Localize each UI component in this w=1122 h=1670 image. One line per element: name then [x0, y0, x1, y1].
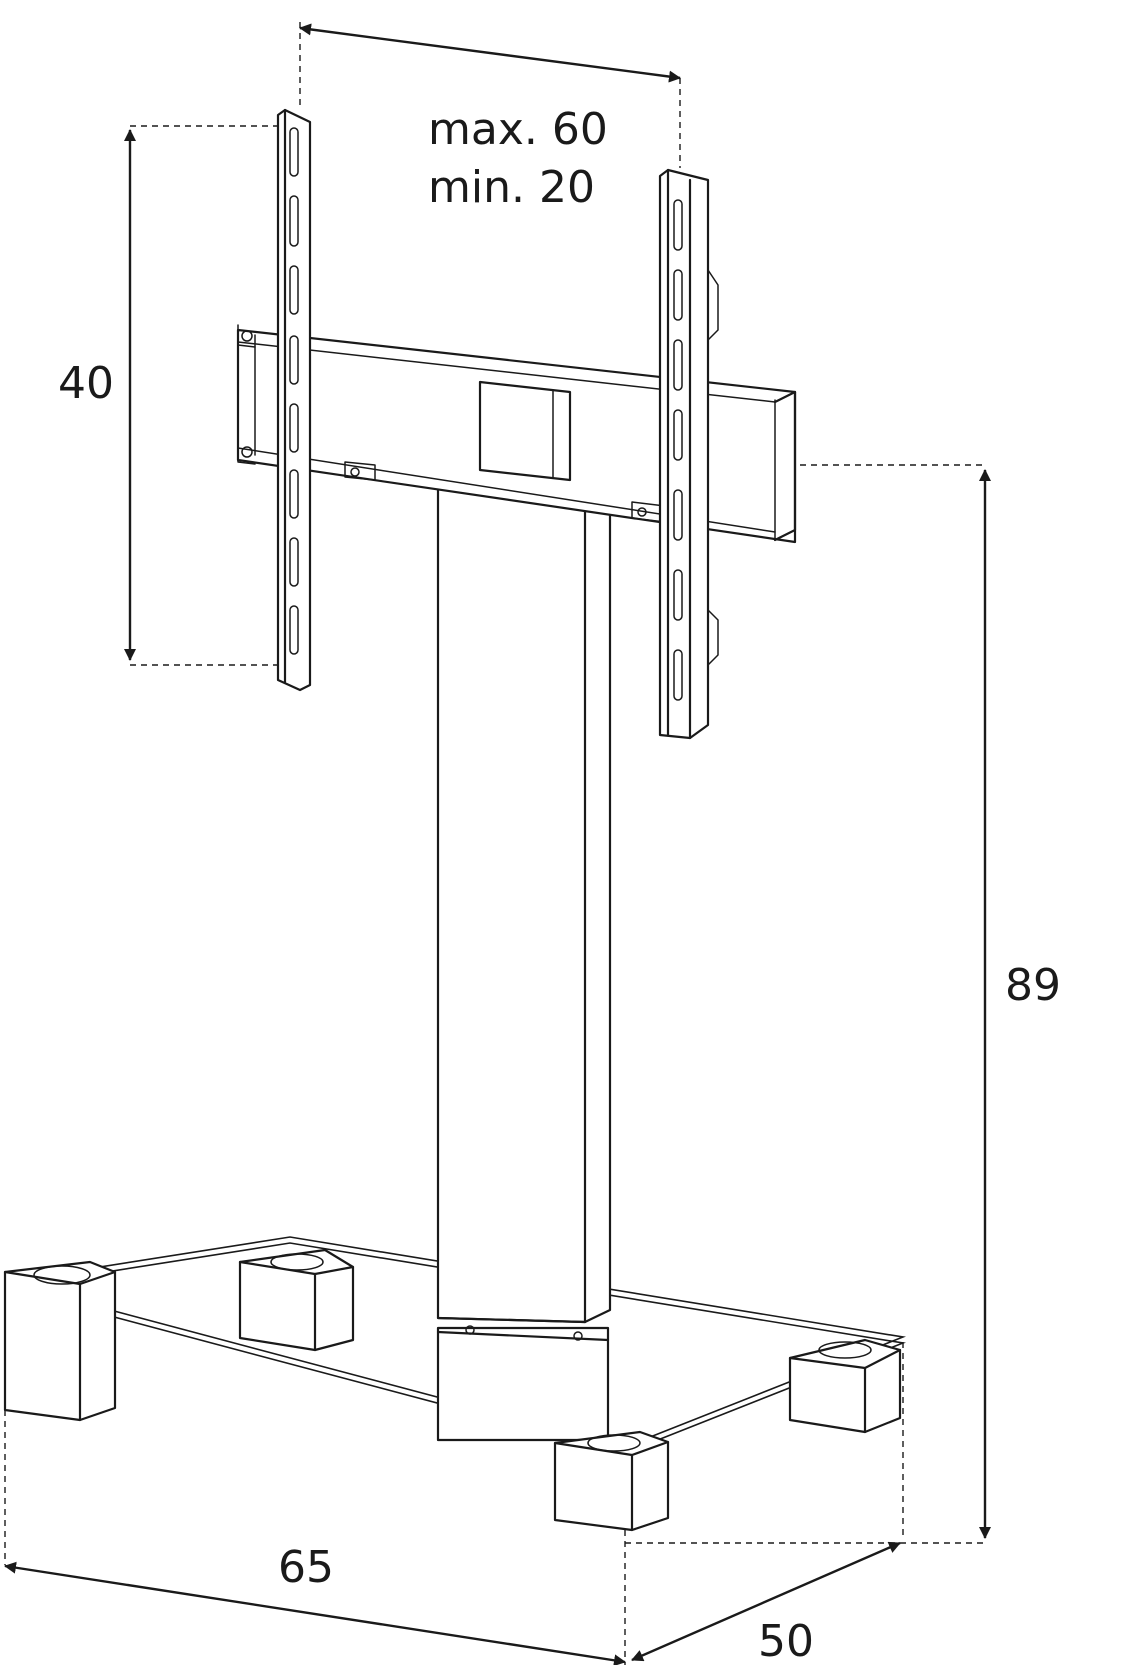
column-foot-block	[436, 1325, 610, 1442]
foot-back-left	[238, 1248, 355, 1352]
mounting-frame	[236, 324, 797, 544]
total-height-label: 89	[1005, 960, 1061, 1011]
foot-front-left	[3, 1260, 117, 1422]
vesa-width-min-label: min. 20	[428, 162, 595, 213]
vesa-bracket-right	[658, 168, 719, 740]
bracket-right-slots	[673, 199, 683, 701]
base-depth-label: 50	[758, 1616, 814, 1665]
dimension-vesa-height: 40	[58, 125, 278, 666]
column	[436, 468, 612, 1324]
dimension-base-width: 65	[4, 1410, 626, 1667]
bracket-left-slots	[289, 127, 299, 655]
vesa-width-max-label: max. 60	[428, 104, 608, 155]
dimension-base-depth: 50	[631, 1342, 904, 1667]
vesa-bracket-left	[276, 108, 312, 692]
foot-front-right	[553, 1430, 670, 1532]
base-width-label: 65	[278, 1542, 334, 1593]
foot-back-right	[788, 1338, 902, 1434]
dimension-vesa-width: max. 60 min. 20	[299, 22, 681, 213]
dimension-total-height: 89	[625, 464, 1061, 1544]
vesa-height-label: 40	[58, 358, 114, 409]
